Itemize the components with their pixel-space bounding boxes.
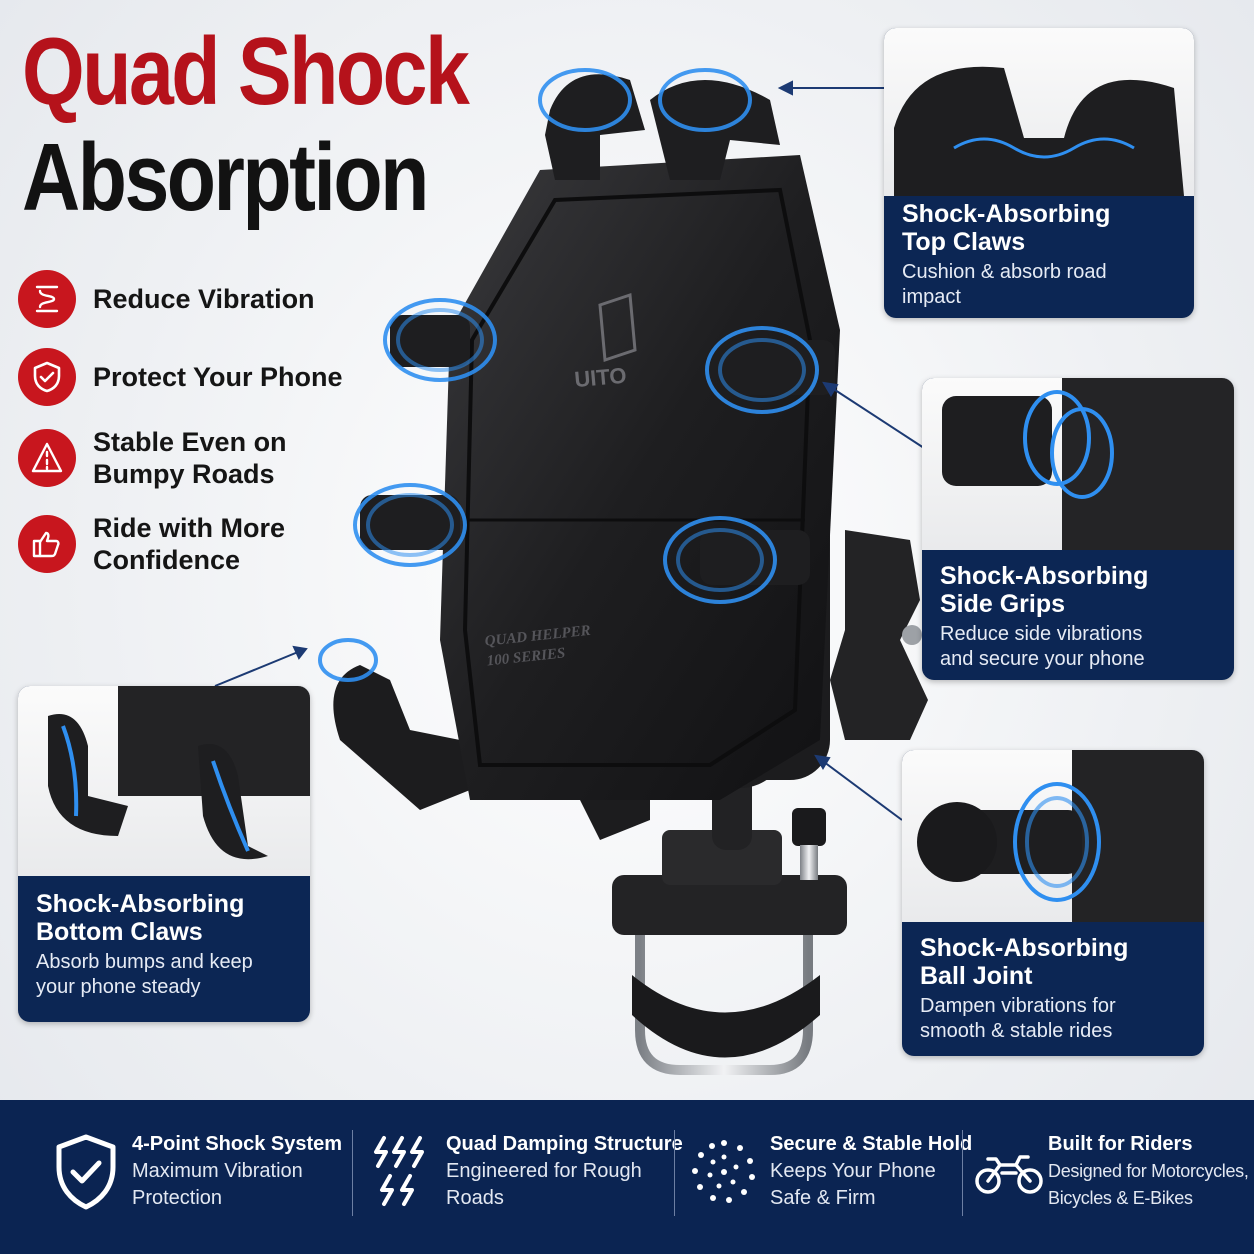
benefit-stable-hold: Secure & Stable Hold Keeps Your Phone Sa…	[686, 1130, 972, 1214]
road-icon	[18, 429, 76, 487]
feature-label: Protect Your Phone	[93, 362, 343, 392]
brand-logo: UITO	[573, 292, 637, 392]
callout-side-grips: Shock-Absorbing Side Grips Reduce side v…	[922, 378, 1234, 680]
callout-text: Absorb bumps and keep your phone steady	[36, 951, 253, 998]
benefit-shock-system: 4-Point Shock System Maximum Vibration P…	[48, 1130, 342, 1214]
benefit-text: Designed for Motorcycles, Bicycles & E-B…	[1048, 1161, 1249, 1208]
motorcycle-icon	[972, 1130, 1046, 1214]
benefit-title: Quad Damping Structure	[446, 1133, 683, 1155]
divider	[674, 1130, 675, 1216]
lightning-icon	[362, 1130, 438, 1214]
divider	[962, 1130, 963, 1216]
feature-reduce-vibration: Reduce Vibration	[18, 270, 315, 328]
feature-label: Reduce Vibration	[93, 284, 315, 314]
callout-heading: Shock-Absorbing Side Grips	[940, 562, 1149, 618]
benefit-riders: Built for Riders Designed for Motorcycle…	[972, 1130, 1249, 1214]
feature-label: Stable Even on Bumpy Roads	[93, 427, 287, 489]
callout-ball-joint: Shock-Absorbing Ball Joint Dampen vibrat…	[902, 750, 1204, 1056]
headline-line1: Quad Shock	[22, 18, 470, 125]
benefit-damping: Quad Damping Structure Engineered for Ro…	[362, 1130, 683, 1214]
feature-protect-phone: Protect Your Phone	[18, 348, 343, 406]
callout-bottom-claws: Shock-Absorbing Bottom Claws Absorb bump…	[18, 686, 310, 1022]
benefit-title: Secure & Stable Hold	[770, 1133, 973, 1155]
shield-check-icon	[18, 348, 76, 406]
benefits-bar	[0, 1100, 1254, 1254]
benefit-title: Built for Riders	[1048, 1133, 1193, 1155]
benefit-text: Maximum Vibration Protection	[132, 1160, 303, 1209]
feature-stable-bumpy: Stable Even on Bumpy Roads	[18, 426, 287, 490]
shield-check-icon	[48, 1130, 124, 1214]
benefit-text: Keeps Your Phone Safe & Firm	[770, 1160, 936, 1209]
headline-line2: Absorption	[22, 124, 429, 231]
top-claws-closeup	[884, 28, 1194, 196]
callout-text: Cushion & absorb road impact	[902, 261, 1107, 308]
vibration-icon	[18, 270, 76, 328]
callout-heading: Shock-Absorbing Top Claws	[902, 200, 1111, 256]
feature-label: Ride with More Confidence	[93, 513, 286, 575]
callout-heading: Shock-Absorbing Bottom Claws	[36, 890, 245, 946]
benefit-title: 4-Point Shock System	[132, 1133, 343, 1155]
dots-circle-icon	[686, 1130, 762, 1214]
feature-confidence: Ride with More Confidence	[18, 512, 285, 576]
callout-text: Reduce side vibrations and secure your p…	[940, 623, 1145, 670]
callout-top-claws: Shock-Absorbing Top Claws Cushion & abso…	[884, 28, 1194, 318]
benefit-text: Engineered for Rough Roads	[446, 1160, 642, 1209]
divider	[352, 1130, 353, 1216]
callout-text: Dampen vibrations for smooth & stable ri…	[920, 995, 1116, 1042]
side-grips-closeup	[922, 378, 1234, 550]
ball-joint-closeup	[902, 750, 1204, 922]
bottom-claws-closeup	[18, 686, 310, 876]
phone-mount-illustration: UITO QUAD HELPER 100 SERIES	[318, 68, 928, 1075]
callout-heading: Shock-Absorbing Ball Joint	[920, 934, 1129, 990]
thumbs-up-icon	[18, 515, 76, 573]
brand-name: UITO	[573, 363, 627, 392]
